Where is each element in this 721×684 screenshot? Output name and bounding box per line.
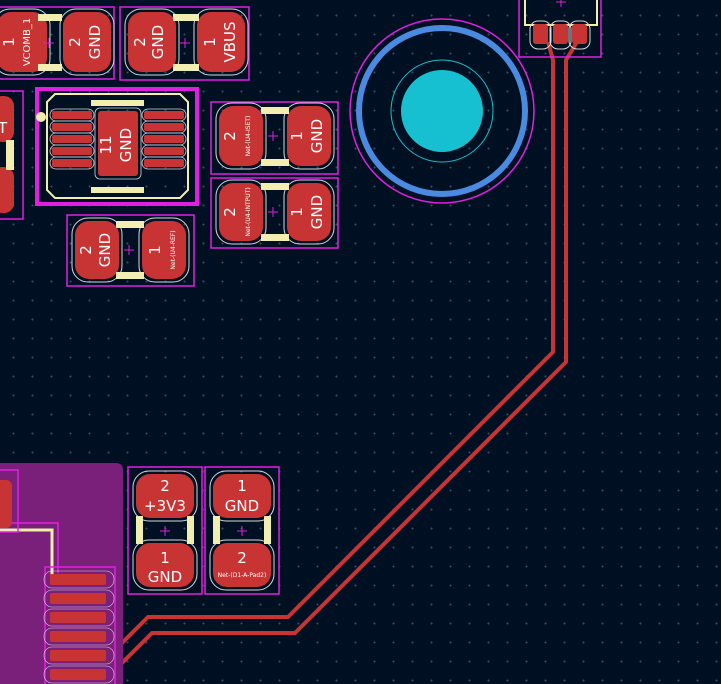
footprint-bottom-left-cap[interactable]: 2 +3V3 1 GND — [127, 466, 203, 595]
pad-number: 1 — [237, 477, 247, 495]
footprint-top-left-a[interactable]: 1 VCOMB_1 2 GND — [0, 6, 115, 80]
net-label: T — [0, 119, 8, 137]
footprint-bottom-small[interactable]: 2 GND 1 Net-(U4-REF) — [66, 214, 195, 287]
footprint-top-left-b[interactable]: 2 GND 1 VBUS — [119, 6, 250, 81]
pad-number: 11 — [97, 135, 115, 154]
pad-number: 1 — [288, 131, 306, 141]
net-label: +3V3 — [144, 497, 186, 515]
pad-number: 1 — [146, 245, 164, 255]
net-label: GND — [308, 119, 326, 153]
net-label: GND — [308, 195, 326, 229]
pad-number: 2 — [237, 549, 247, 567]
thermal-pad — [98, 111, 138, 176]
drill-hole-icon — [401, 70, 483, 152]
pad-number: 2 — [221, 207, 239, 217]
pad-number: 2 — [77, 245, 95, 255]
pad-number: 1 — [288, 207, 306, 217]
pad-number: 1 — [0, 37, 18, 47]
footprint-bottom-right-cap[interactable]: 1 GND 2 Net-(D1-A-Pad2) — [204, 466, 280, 595]
net-label: GND — [225, 497, 259, 515]
net-label: GND — [148, 568, 182, 586]
pad-number: 1 — [160, 549, 170, 567]
connector-pins — [43, 570, 115, 684]
mounting-hole[interactable] — [349, 18, 535, 204]
ic-left-pins — [49, 108, 95, 170]
footprint-ic-center[interactable]: 11 GND — [35, 87, 199, 206]
net-label: Net-(D1-A-Pad2) — [218, 572, 267, 579]
pad-number: 2 — [221, 131, 239, 141]
footprint-left-cut[interactable]: T — [0, 90, 24, 220]
footprint-bottom-left-region[interactable] — [0, 463, 123, 684]
net-label: GND — [149, 25, 167, 59]
net-label: Net-(U4-INTPUT) — [245, 187, 252, 236]
net-label: VBUS — [221, 21, 239, 62]
pad-number: 2 — [66, 37, 84, 47]
net-label: GND — [117, 128, 135, 162]
footprint-right-lower[interactable]: 2 Net-(U4-INTPUT) 1 GND — [210, 177, 339, 249]
net-label: Net-(U4-ISET) — [245, 116, 252, 157]
ic-right-pins — [141, 108, 187, 170]
pad-number: 2 — [131, 37, 149, 47]
connector-top-right[interactable] — [518, 0, 602, 58]
net-label: GND — [86, 25, 104, 59]
net-label: VCOMB_1 — [22, 18, 33, 67]
pad-number: 2 — [160, 477, 170, 495]
net-label: GND — [96, 233, 114, 267]
net-label: Net-(U4-REF) — [170, 230, 177, 269]
pad-number: 1 — [201, 37, 219, 47]
footprint-right-upper[interactable]: 2 Net-(U4-ISET) 1 GND — [210, 101, 339, 175]
